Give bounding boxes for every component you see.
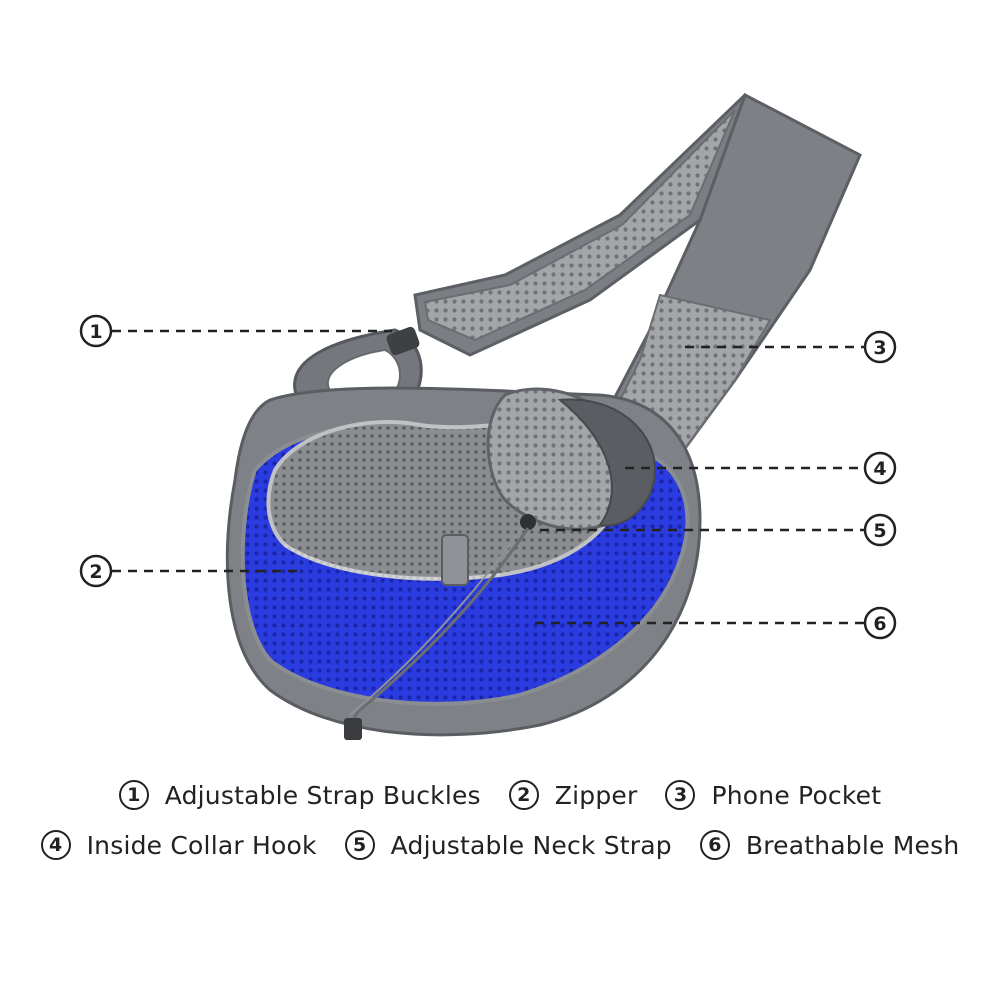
legend-item-6: 6 Breathable Mesh	[699, 830, 960, 860]
legend-item-4: 4 Inside Collar Hook	[40, 830, 317, 860]
buckle-icon	[386, 326, 420, 356]
legend-label: Inside Collar Hook	[86, 830, 317, 860]
legend-label: Breathable Mesh	[745, 830, 960, 860]
svg-text:3: 3	[873, 337, 886, 359]
callout-leader-lines	[112, 329, 864, 625]
svg-text:2: 2	[89, 561, 102, 583]
callout-marker-6: 6	[863, 606, 897, 640]
svg-text:1: 1	[89, 321, 102, 343]
zipper-teeth	[284, 543, 501, 581]
legend-row-2: 4 Inside Collar Hook 5 Adjustable Neck S…	[0, 830, 1000, 860]
callout-markers: 1 2 3 4 5 6	[79, 314, 897, 640]
neck-strap-cord-2	[349, 527, 523, 716]
circled-number-icon: 4	[40, 830, 71, 860]
strap-underside-mesh	[423, 109, 736, 342]
callout-marker-4: 4	[863, 451, 897, 485]
circled-number-icon: 3	[665, 780, 696, 810]
circled-number-icon: 1	[118, 780, 149, 810]
collar-hook-pocket	[557, 398, 657, 527]
circled-number-icon: 2	[508, 780, 539, 810]
svg-text:5: 5	[873, 520, 886, 542]
legend-label: Adjustable Neck Strap	[390, 830, 672, 860]
legend-row-1: 1 Adjustable Strap Buckles 2 Zipper 3 Ph…	[0, 780, 1000, 810]
legend-label: Zipper	[554, 780, 638, 810]
callout-marker-5: 5	[863, 513, 897, 547]
cord-end-stopper-icon	[344, 718, 362, 740]
legend-label: Adjustable Strap Buckles	[164, 780, 481, 810]
legend-item-2: 2 Zipper	[508, 780, 638, 810]
callout-marker-3: 3	[863, 330, 897, 364]
circled-number-icon: 5	[344, 830, 375, 860]
legend-item-1: 1 Adjustable Strap Buckles	[118, 780, 481, 810]
circled-number-icon: 6	[699, 830, 730, 860]
cord-lock-icon	[520, 514, 536, 530]
svg-text:6: 6	[873, 613, 886, 635]
svg-text:4: 4	[873, 458, 886, 480]
callout-marker-2: 2	[79, 554, 113, 588]
callout-marker-1: 1	[79, 314, 113, 348]
zipper-pull-icon	[441, 534, 469, 586]
legend-label: Phone Pocket	[711, 780, 882, 810]
legend-item-3: 3 Phone Pocket	[665, 780, 881, 810]
legend-item-5: 5 Adjustable Neck Strap	[344, 830, 672, 860]
